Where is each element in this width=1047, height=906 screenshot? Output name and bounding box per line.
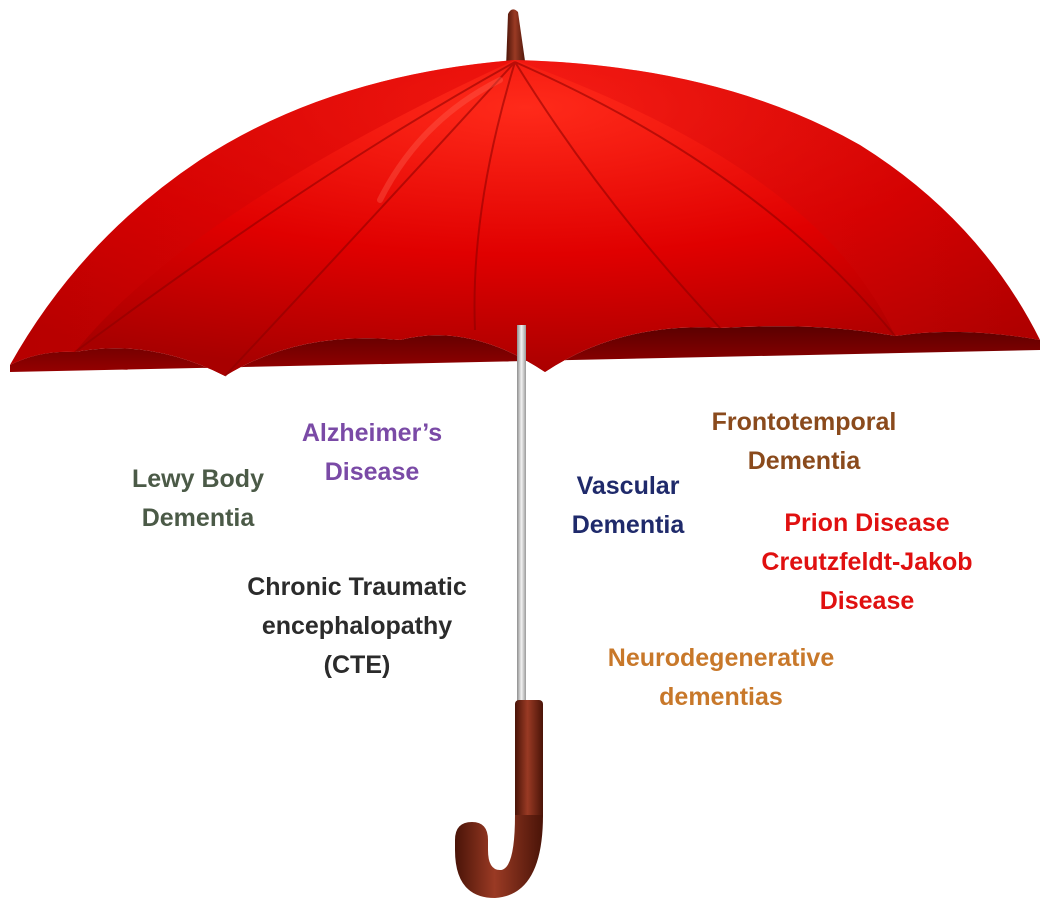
label-line: Dementia: [132, 499, 264, 538]
label-chronic-traumatic-encephalopathy: Chronic Traumatic encephalopathy (CTE): [247, 568, 467, 685]
label-line: Prion Disease: [761, 504, 972, 543]
label-alzheimers-disease: Alzheimer’s Disease: [302, 414, 442, 492]
label-prion-disease: Prion Disease Creutzfeldt-Jakob Disease: [761, 504, 972, 621]
label-line: Chronic Traumatic: [247, 568, 467, 607]
label-line: Vascular: [572, 467, 685, 506]
label-line: Disease: [302, 453, 442, 492]
label-frontotemporal-dementia: Frontotemporal Dementia: [712, 403, 897, 481]
label-line: Disease: [761, 582, 972, 621]
label-line: (CTE): [247, 646, 467, 685]
label-line: Creutzfeldt-Jakob: [761, 543, 972, 582]
label-line: Lewy Body: [132, 460, 264, 499]
umbrella-shaft: [517, 325, 526, 705]
label-line: Frontotemporal: [712, 403, 897, 442]
umbrella-handle: [455, 700, 543, 898]
label-neurodegenerative-dementias: Neurodegenerative dementias: [608, 639, 834, 717]
label-lewy-body-dementia: Lewy Body Dementia: [132, 460, 264, 538]
label-vascular-dementia: Vascular Dementia: [572, 467, 685, 545]
label-line: Alzheimer’s: [302, 414, 442, 453]
umbrella-tip: [506, 9, 526, 68]
label-line: Dementia: [712, 442, 897, 481]
label-line: dementias: [608, 678, 834, 717]
label-line: Dementia: [572, 506, 685, 545]
label-line: Neurodegenerative: [608, 639, 834, 678]
label-line: encephalopathy: [247, 607, 467, 646]
